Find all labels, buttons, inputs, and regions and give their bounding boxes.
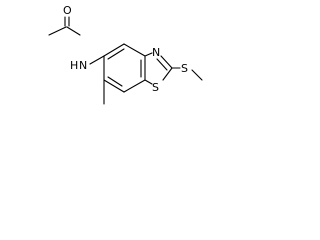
atom-label-ring-sulfur: S [152, 81, 159, 94]
bond-ring-2 [123, 43, 146, 57]
bond-ring-to-thiazole-nitrogen [144, 52, 153, 57]
bond-ring-4 [123, 79, 146, 93]
bond-thiazole-c-s [162, 67, 173, 81]
bond-lines [48, 16, 203, 105]
bond-ring-inner-3 [107, 76, 123, 87]
bond-ring-inner-1 [107, 48, 125, 60]
atom-label-thiazole-nitrogen: N [152, 46, 160, 59]
bond-sulfur-methyl [191, 69, 203, 81]
molecule-structure-diagram: O H N N S S [48, 4, 203, 105]
bond-thiazole-c-n-double-b [156, 58, 168, 71]
bond-methyl-carbonyl [48, 26, 67, 36]
bond-nitrogen-ring [89, 55, 105, 65]
atom-label-carbonyl-oxygen: O [63, 4, 72, 17]
bond-ring-to-sulfur [144, 79, 153, 85]
bond-ring-1 [103, 43, 125, 57]
atom-label-amide-hydrogen: H [70, 59, 78, 72]
atom-label-amide-nitrogen: N [79, 59, 87, 72]
bond-carbonyl-nitrogen [66, 26, 81, 36]
bond-ring-5 [103, 79, 125, 93]
atom-label-thioether-sulfur: S [181, 62, 188, 75]
bond-thiazole-c-n-double-a [160, 55, 173, 69]
